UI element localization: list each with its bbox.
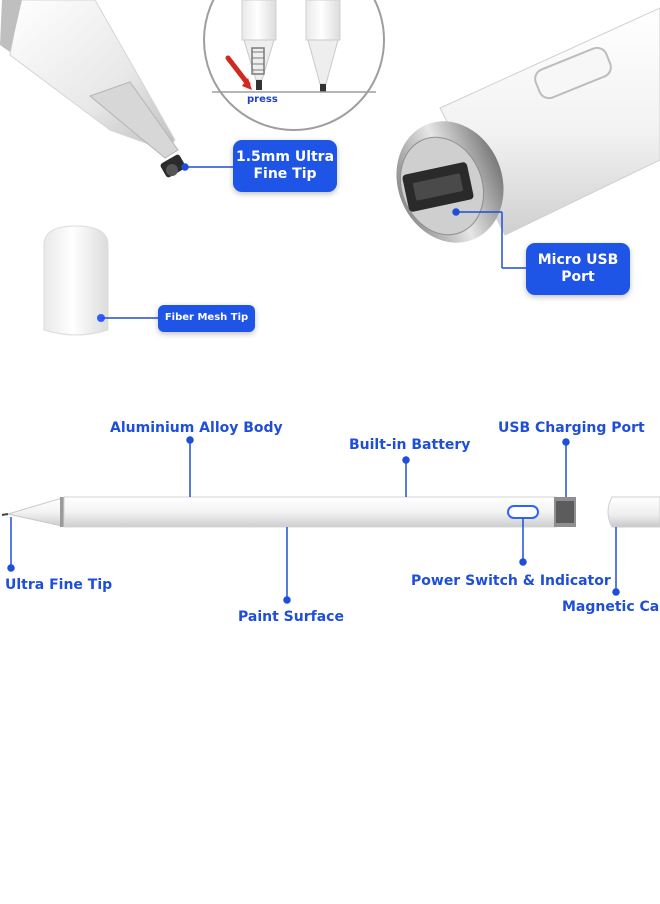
press-demo-inset	[203, 0, 385, 131]
fine-tip-callout: 1.5mm Ultra Fine Tip	[233, 140, 337, 192]
magnetic-cap	[607, 496, 660, 528]
fiber-mesh-tip-cap	[43, 225, 109, 336]
built-in-battery-label: Built-in Battery	[349, 437, 471, 453]
aluminium-body-label: Aluminium Alloy Body	[110, 420, 283, 436]
stylus-nib-close-up	[0, 0, 186, 178]
stylus-pen-body	[1, 496, 576, 528]
diagram-leader-lines	[7, 436, 620, 604]
micro-usb-callout: Micro USB Port	[526, 243, 630, 295]
product-close-up-illustration	[0, 0, 660, 336]
stylus-anatomy-diagram	[1, 436, 660, 604]
usb-charging-port-label: USB Charging Port	[498, 420, 645, 436]
stylus-charging-end	[396, 7, 660, 243]
magnetic-cap-label: Magnetic Cap	[562, 599, 660, 615]
press-label: press	[247, 94, 278, 105]
ultra-fine-tip-label: Ultra Fine Tip	[5, 577, 113, 593]
power-switch-label: Power Switch & Indicator	[411, 573, 611, 589]
paint-surface-label: Paint Surface	[238, 609, 344, 625]
top-leader-lines	[101, 163, 526, 319]
fiber-mesh-callout: Fiber Mesh Tip	[158, 305, 255, 332]
